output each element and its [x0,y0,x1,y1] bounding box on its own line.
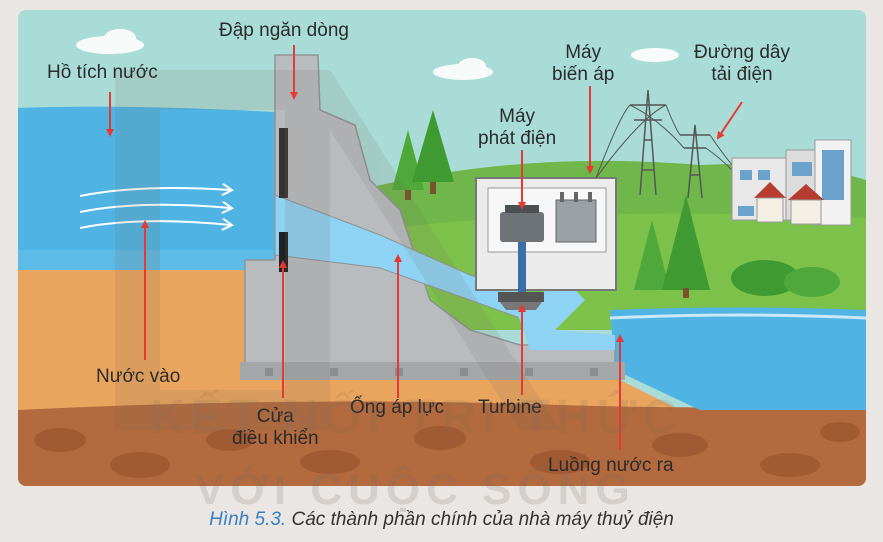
pointer-arrows [106,45,743,450]
reservoir-label: Hồ tích nước [47,62,158,83]
watermark [115,70,560,430]
town-buildings [731,139,852,226]
power-line-arrow [716,101,743,140]
trees-right [634,195,840,298]
transformer-shape [555,192,597,243]
soil-stones [34,422,860,478]
caption-text: Các thành phần chính của nhà máy thuỷ đi… [291,509,674,530]
water-out-label: Luồng nước ra [548,455,674,476]
clouds [76,29,679,80]
penstock-label: Ống áp lực [350,397,445,418]
figure-number: Hình 5.3. [209,509,287,530]
water-in-label: Nước vào [96,366,181,387]
intake-slot [279,128,288,198]
figure-caption: Hình 5.3. Các thành phần chính của nhà m… [0,509,883,531]
power-pylons [595,89,733,199]
downstream-river [610,307,866,410]
trees-left [392,110,454,200]
watermark-line-2: VỚI CUỘC SỐNG [195,465,636,514]
control-gate-shape [279,232,288,272]
turbine-label: Turbine [478,397,542,418]
dam-label: Đập ngăn dòng [219,20,349,41]
dam-body [244,54,616,373]
watermark-line-1: KẾT NỐI TRI THỨC [150,391,684,444]
